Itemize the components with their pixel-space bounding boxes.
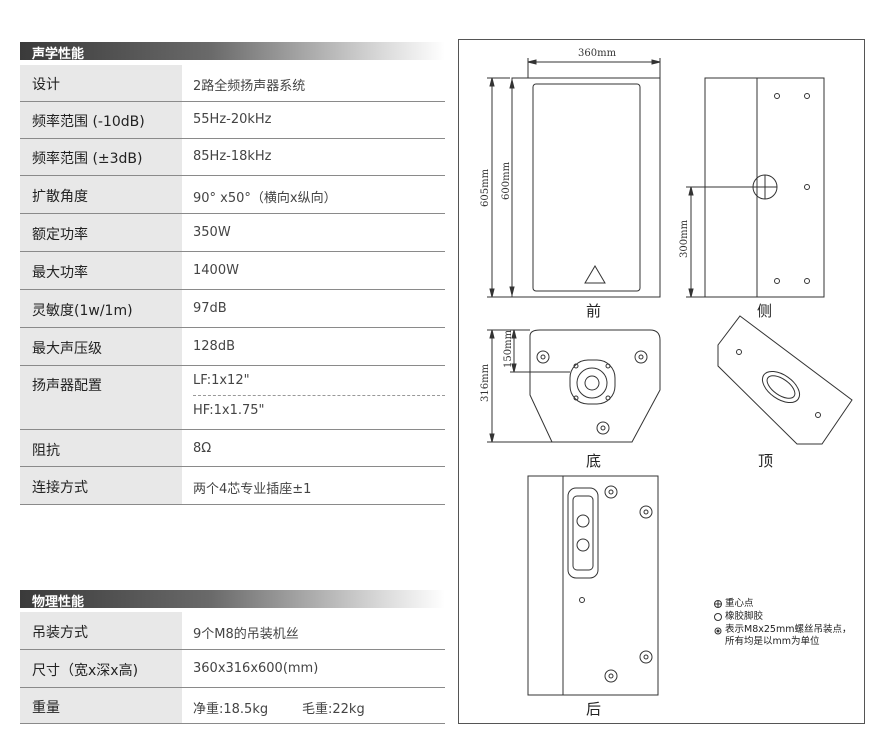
spec-row-freq-10db: 频率范围 (-10dB) 55Hz-20kHz — [20, 102, 445, 139]
acoustic-section-title: 声学性能 — [32, 47, 85, 62]
spec-value: 1400W — [193, 263, 239, 278]
spec-label: 灵敏度(1w/1m) — [32, 303, 133, 319]
spec-row-connection: 连接方式 两个4芯专业插座±1 — [20, 467, 445, 505]
side-view-label: 侧 — [757, 302, 773, 320]
dim-height-600-text: 600mm — [501, 161, 512, 200]
physical-section-header: 物理性能 — [20, 590, 445, 610]
legend-rubber-foot: 橡胶脚胶 — [725, 611, 764, 622]
spec-label: 最大功率 — [32, 265, 88, 281]
spec-row-sensitivity: 灵敏度(1w/1m) 97dB — [20, 290, 445, 328]
spec-label: 额定功率 — [32, 227, 88, 243]
top-view-label: 顶 — [758, 452, 774, 470]
side-view-drawing — [686, 77, 825, 298]
spec-label: 连接方式 — [32, 480, 88, 496]
spec-label: 最大声压级 — [32, 341, 102, 357]
spec-row-freq-3db: 频率范围 (±3dB) 85Hz-18kHz — [20, 139, 445, 176]
spec-label: 重量 — [32, 700, 60, 716]
back-view-label: 后 — [586, 700, 602, 718]
spec-row-dimensions: 尺寸（宽x深x高) 360x316x600(mm) — [20, 650, 445, 688]
spec-label: 阻抗 — [32, 443, 60, 459]
spec-label: 扬声器配置 — [32, 378, 102, 394]
spec-row-design: 设计 2路全频扬声器系统 — [20, 65, 445, 102]
back-view-drawing — [527, 475, 659, 696]
spec-row-driver-config: 扬声器配置 LF:1x12" HF:1x1.75" — [20, 366, 445, 430]
spec-label: 频率范围 (-10dB) — [32, 114, 145, 130]
spec-value: 360x316x600(mm) — [193, 661, 319, 676]
spec-value: 9个M8的吊装机丝 — [193, 627, 299, 642]
spec-value: 55Hz-20kHz — [193, 112, 272, 127]
top-view-drawing — [717, 315, 853, 445]
drawing-legend: 重心点 橡胶脚胶 表示M8x25mm螺丝吊装点， 所有均是以mm为单位 — [713, 598, 851, 648]
spec-value-gross: 毛重:22kg — [302, 702, 365, 717]
spec-label: 设计 — [32, 77, 60, 93]
legend-symbols — [714, 600, 722, 635]
spec-label: 扩散角度 — [32, 189, 88, 205]
legend-units-note: 所有均是以mm为单位 — [725, 636, 820, 647]
spec-value: 128dB — [193, 339, 235, 354]
dim-height-300-text: 300mm — [679, 219, 690, 258]
drawing-frame — [458, 39, 865, 724]
front-view-drawing — [487, 58, 661, 298]
spec-row-dispersion: 扩散角度 90° x50°（横向x纵向） — [20, 176, 445, 214]
spec-row-max-power: 最大功率 1400W — [20, 252, 445, 290]
spec-row-impedance: 阻抗 8Ω — [20, 430, 445, 467]
spec-label: 吊装方式 — [32, 625, 88, 641]
spec-value: 85Hz-18kHz — [193, 149, 272, 164]
spec-value: 350W — [193, 225, 231, 240]
front-view-label: 前 — [586, 302, 602, 320]
spec-label: 尺寸（宽x深x高) — [32, 663, 139, 679]
spec-row-rigging: 吊装方式 9个M8的吊装机丝 — [20, 612, 445, 650]
legend-center-of-gravity: 重心点 — [725, 598, 754, 609]
bottom-view-label: 底 — [586, 452, 602, 470]
spec-value-net: 净重:18.5kg — [193, 702, 269, 717]
legend-rigging-point: 表示M8x25mm螺丝吊装点， — [725, 624, 852, 635]
spec-row-max-spl: 最大声压级 128dB — [20, 328, 445, 366]
spec-value: 8Ω — [193, 441, 212, 456]
spec-value-hf: HF:1x1.75" — [193, 403, 265, 418]
bottom-view-drawing — [487, 329, 661, 443]
spec-row-weight: 重量 净重:18.5kg 毛重:22kg — [20, 688, 445, 724]
divider — [193, 395, 445, 396]
spec-value: 2路全频扬声器系统 — [193, 79, 306, 94]
physical-section-title: 物理性能 — [32, 595, 85, 610]
spec-value-lf: LF:1x12" — [193, 373, 250, 388]
spec-value: 90° x50°（横向x纵向） — [193, 191, 337, 206]
spec-row-rated-power: 额定功率 350W — [20, 214, 445, 252]
dim-depth-150-text: 150mm — [503, 329, 514, 368]
acoustic-section-header: 声学性能 — [20, 42, 445, 62]
spec-label: 频率范围 (±3dB) — [32, 151, 143, 167]
dim-depth-316-text: 316mm — [480, 363, 491, 402]
dim-width-text: 360mm — [578, 48, 617, 59]
spec-value: 97dB — [193, 301, 227, 316]
spec-value: 两个4芯专业插座±1 — [193, 482, 312, 497]
dim-height-605-text: 605mm — [480, 168, 491, 207]
